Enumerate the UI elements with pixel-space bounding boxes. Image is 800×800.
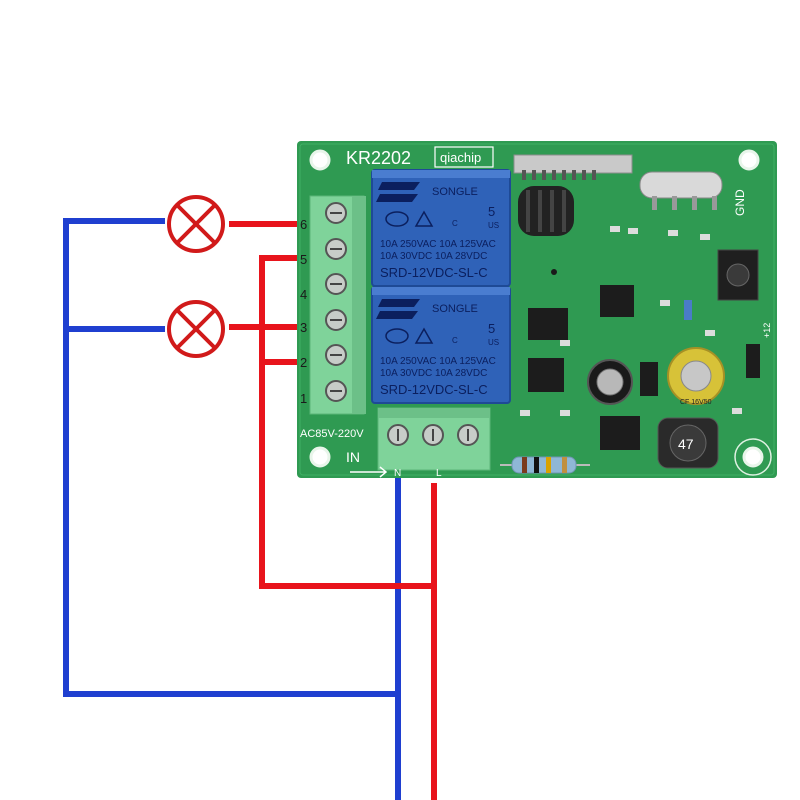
input-label: IN — [346, 449, 360, 465]
resistor — [500, 456, 590, 474]
relay-brand: SONGLE — [432, 303, 478, 315]
relay-spec-1: 10A 250VAC 10A 125VAC — [380, 356, 496, 367]
inductor: 47 — [657, 417, 719, 469]
brand-box — [434, 146, 494, 168]
relay-model: SRD-12VDC-SL-C — [380, 265, 488, 280]
relay-1: SONGLE 5 C US 10A 250VAC 10A 125VAC 10A … — [371, 169, 511, 287]
gnd-label: GND — [733, 189, 747, 216]
mounting-holes — [309, 149, 764, 468]
side-label: +12 — [762, 323, 772, 338]
lamp-icon — [167, 195, 225, 253]
red-wire-pin5-bus — [259, 255, 437, 589]
songle-logo-icon — [376, 299, 420, 319]
capacitor-marking: CF 16V50 — [680, 399, 712, 406]
relay-spec-2: 10A 30VDC 10A 28VDC — [380, 251, 487, 262]
cqc-icon — [385, 211, 409, 227]
songle-logo-icon — [376, 182, 420, 202]
relay-2: SONGLE 5 C US 10A 250VAC 10A 125VAC 10A … — [371, 286, 511, 404]
board-model: KR2202 — [346, 148, 411, 168]
relay-board: KR2202 qiachip GND — [297, 141, 777, 479]
red-wires — [229, 221, 437, 800]
lamp-icon — [167, 300, 225, 358]
relay-cert-us: US — [488, 221, 499, 230]
warning-triangle-icon — [414, 327, 434, 344]
blue-wires — [63, 218, 401, 800]
input-terminal-n: N — [394, 468, 401, 479]
relay-brand: SONGLE — [432, 186, 478, 198]
crystal — [639, 171, 723, 199]
pin-label: 6 — [300, 217, 307, 232]
ic-chips — [528, 285, 760, 450]
pin-label: 3 — [300, 320, 307, 335]
warning-triangle-icon — [414, 210, 434, 227]
relay-cert-c: C — [452, 336, 458, 345]
pin-label: 2 — [300, 355, 307, 370]
capacitor-small — [587, 359, 633, 405]
relay-spec-2: 10A 30VDC 10A 28VDC — [380, 368, 487, 379]
blue-wire-lamp1-loop — [63, 218, 401, 697]
relay-rating: 5 — [488, 204, 495, 219]
input-arrow-icon — [350, 466, 388, 478]
pin-label: 4 — [300, 287, 307, 302]
capacitor-large: CF 16V50 — [667, 347, 725, 406]
terminal-block-input — [377, 407, 491, 471]
cqc-icon — [385, 328, 409, 344]
pin-label: 5 — [300, 252, 307, 267]
smd-components — [520, 226, 742, 416]
antenna-coil — [518, 186, 574, 236]
input-terminal-l: L — [436, 468, 442, 479]
inductor-marking: 47 — [678, 436, 694, 452]
board-brand: qiachip — [440, 150, 481, 165]
push-button — [717, 249, 759, 301]
voltage-label: AC85V-220V — [300, 428, 364, 440]
pin-labels: 6 5 4 3 2 1 — [300, 217, 307, 406]
relay-cert-c: C — [452, 219, 458, 228]
relay-spec-1: 10A 250VAC 10A 125VAC — [380, 239, 496, 250]
pin-label: 1 — [300, 391, 307, 406]
relay-cert-us: US — [488, 338, 499, 347]
terminal-block-outputs — [309, 195, 366, 415]
relay-rating: 5 — [488, 321, 495, 336]
relay-model: SRD-12VDC-SL-C — [380, 382, 488, 397]
